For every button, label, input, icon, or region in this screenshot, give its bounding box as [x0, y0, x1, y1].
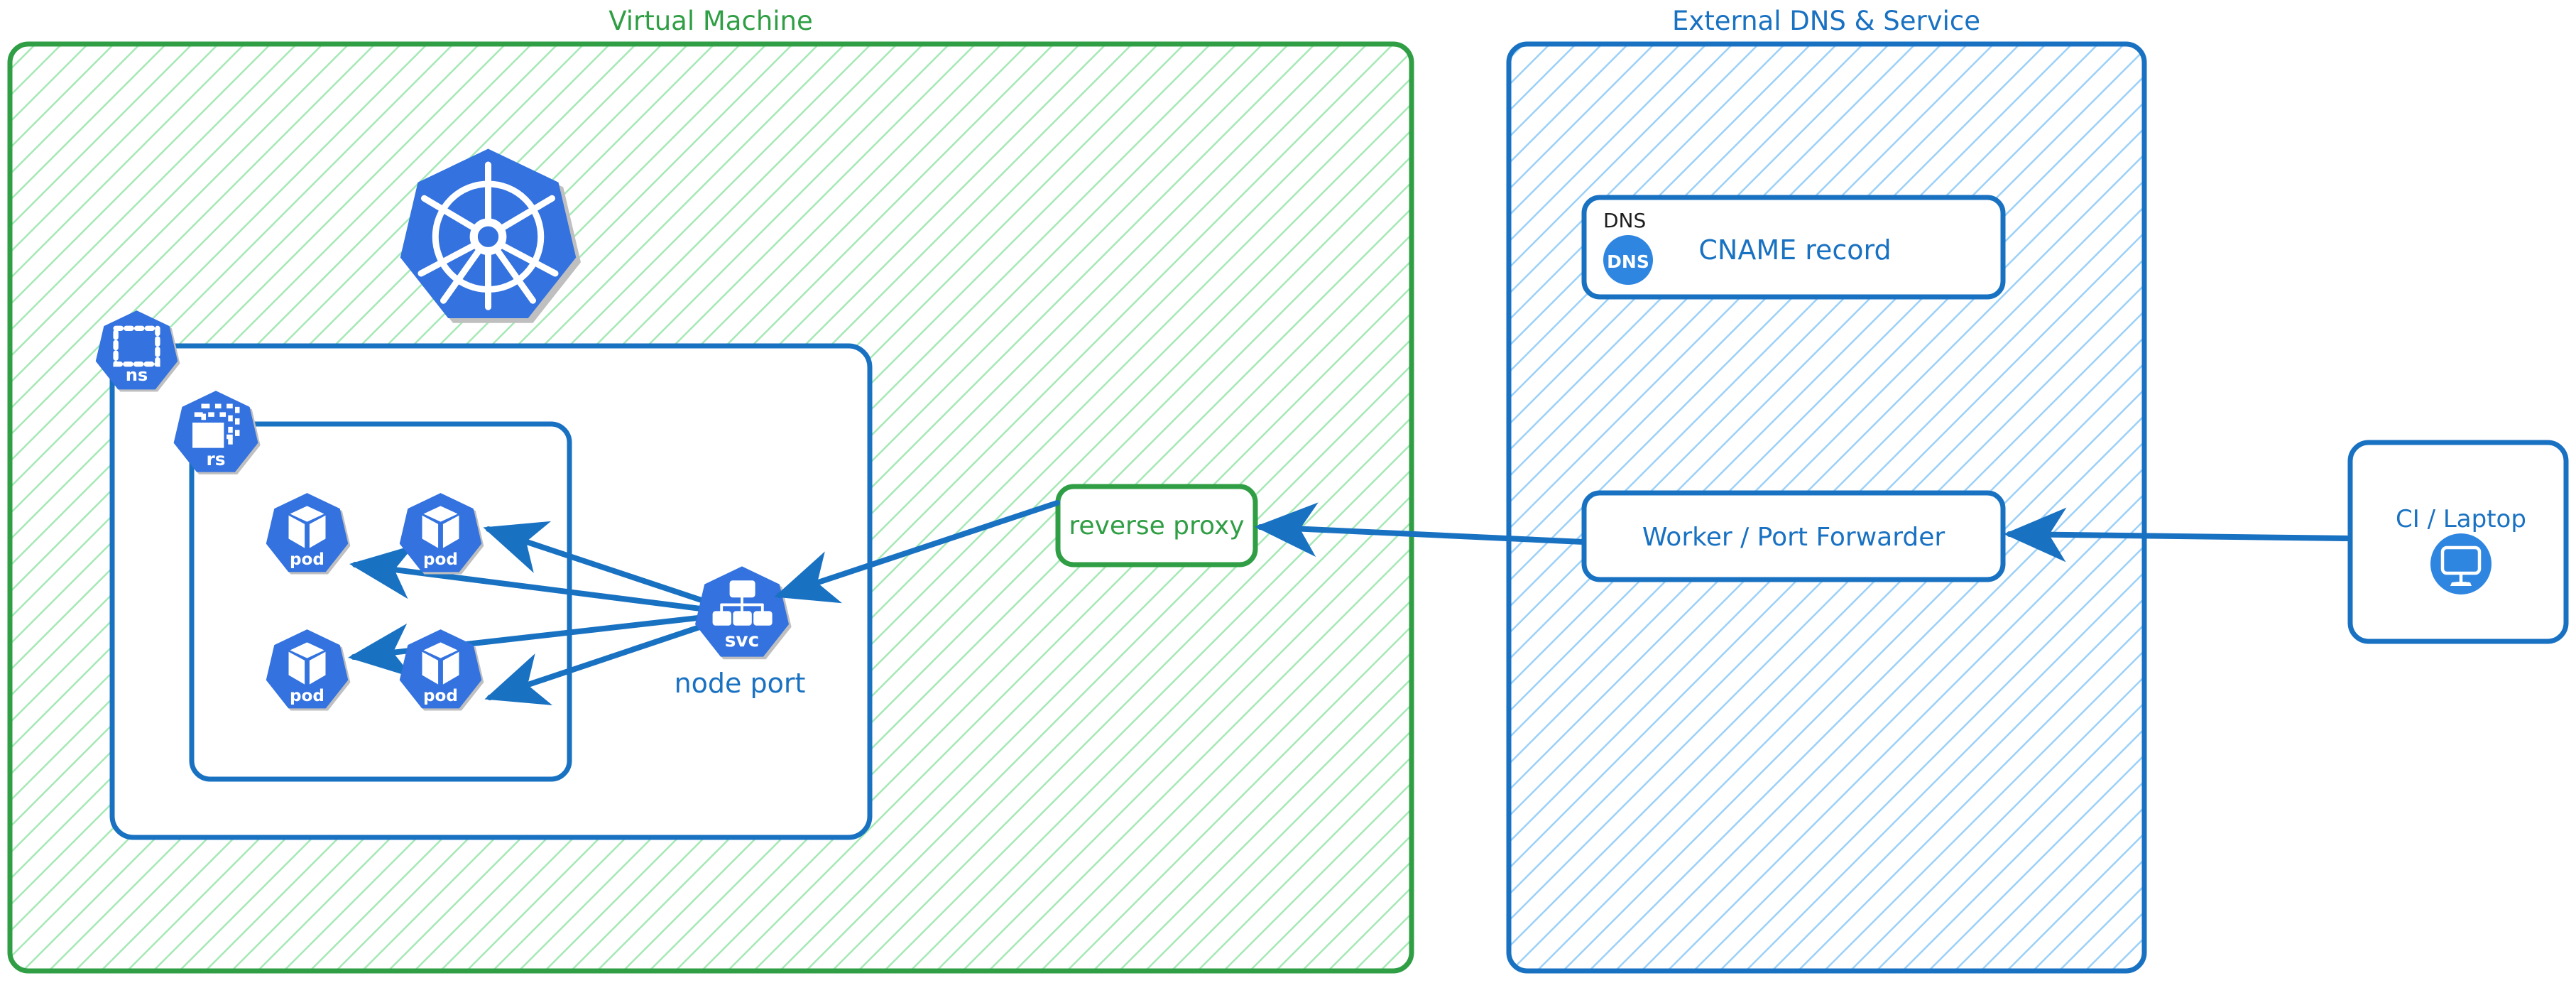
service-icon-label: svc: [725, 629, 760, 651]
worker-port-forwarder-box-body[interactable]: [1581, 490, 2006, 582]
ci-laptop-label: CI / Laptop: [2396, 505, 2526, 533]
reverse-proxy-label: reverse proxy: [1069, 511, 1244, 541]
arrow-svc-to-pod-2: [483, 521, 726, 610]
replicaset-icon: rs: [173, 391, 261, 474]
external-dns-panel-label: External DNS & Service: [1672, 6, 1980, 36]
pod-icon-3: pod: [266, 629, 351, 711]
panel-external-dns-service: External DNS & Service: [1506, 6, 2147, 974]
ci-laptop-box[interactable]: CI / Laptop: [2347, 440, 2569, 644]
pod-icon-2-label: pod: [423, 550, 458, 569]
arrow-ci-laptop-to-worker: [2004, 507, 2352, 563]
arrow-worker-to-reverse-proxy: [1255, 502, 1586, 558]
node-port-label: node port: [675, 668, 806, 699]
dns-group-label: DNS: [1603, 209, 1646, 232]
virtual-machine-panel-label: Virtual Machine: [608, 6, 813, 36]
worker-port-forwarder-label: Worker / Port Forwarder: [1642, 523, 1945, 552]
cname-record-box-body[interactable]: [1581, 195, 2006, 300]
pod-icon-1: pod: [266, 493, 351, 575]
replicaset-container: [189, 421, 572, 782]
arrow-svc-to-pod-4: [484, 617, 726, 705]
reverse-proxy-box[interactable]: reverse proxy: [1055, 484, 1258, 567]
cname-record-box[interactable]: DNS DNS CNAME record: [1581, 195, 2006, 300]
pod-icon-1-label: pod: [290, 550, 324, 569]
pod-icon-3-label: pod: [290, 687, 324, 705]
arrow-svc-to-pod-1: [349, 545, 726, 614]
service-icon: svc: [695, 566, 792, 660]
arrow-reverse-proxy-to-service: [774, 500, 1060, 604]
replicaset-icon-label: rs: [206, 449, 225, 469]
kubernetes-logo: [400, 148, 581, 323]
namespace-icon: ns: [95, 310, 180, 392]
pod-icon-2: pod: [399, 493, 484, 575]
dns-badge-icon: [1603, 235, 1653, 285]
pod-icon-4: pod: [399, 629, 484, 711]
namespace-icon-label: ns: [126, 365, 148, 385]
cname-record-label: CNAME record: [1698, 234, 1891, 266]
desktop-monitor-icon: [2430, 533, 2492, 594]
worker-port-forwarder-box[interactable]: Worker / Port Forwarder: [1581, 490, 2006, 582]
dns-badge-label: DNS: [1607, 251, 1649, 272]
pod-icon-4-label: pod: [423, 687, 458, 705]
